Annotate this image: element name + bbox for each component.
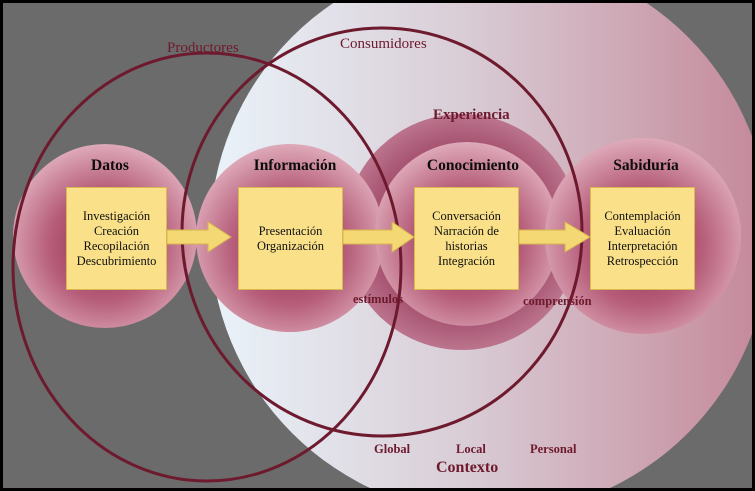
producers-ring (11, 51, 403, 483)
label-comprension: comprensión (523, 294, 592, 308)
context-level-personal: Personal (530, 442, 577, 456)
item-text: Integración (438, 253, 495, 268)
box-datos: Investigación Creación Recopilación Desc… (66, 187, 167, 290)
box-informacion: Presentación Organización (238, 187, 343, 290)
item-text: Presentación (258, 223, 323, 238)
item-text: Conversación (432, 208, 501, 223)
label-productores: Productores (167, 40, 239, 56)
item-text: Creación (93, 223, 140, 238)
item-text: Contemplación (604, 208, 681, 223)
item-text: Descubrimiento (76, 253, 157, 268)
item-text: historias (445, 238, 488, 253)
label-estimulos: estímulos (353, 292, 403, 306)
item-text: Narración de (434, 223, 499, 238)
arrow-datos-informacion (166, 221, 232, 253)
label-experiencia: Experiencia (433, 107, 510, 123)
label-consumidores: Consumidores (340, 36, 427, 52)
node-title-datos: Datos (91, 157, 129, 174)
context-level-local: Local (456, 442, 486, 456)
arrow-informacion-conocimiento (342, 221, 415, 253)
item-text: Investigación (82, 208, 151, 223)
node-title-informacion: Información (253, 157, 337, 174)
node-title-sabiduria: Sabiduría (613, 157, 679, 174)
item-text: Recopilación (83, 238, 150, 253)
arrow-conocimiento-sabiduria (518, 221, 591, 253)
box-conocimiento: Conversación Narración de historias Inte… (414, 187, 519, 290)
item-text: Interpretación (607, 238, 678, 253)
box-sabiduria: Contemplación Evaluación Interpretación … (590, 187, 695, 290)
item-text: Organización (256, 238, 325, 253)
context-level-global: Global (374, 442, 411, 456)
node-title-conocimiento: Conocimiento (426, 157, 520, 174)
context-title: Contexto (436, 459, 499, 476)
item-text: Evaluación (614, 223, 671, 238)
item-text: Retrospección (606, 253, 679, 268)
